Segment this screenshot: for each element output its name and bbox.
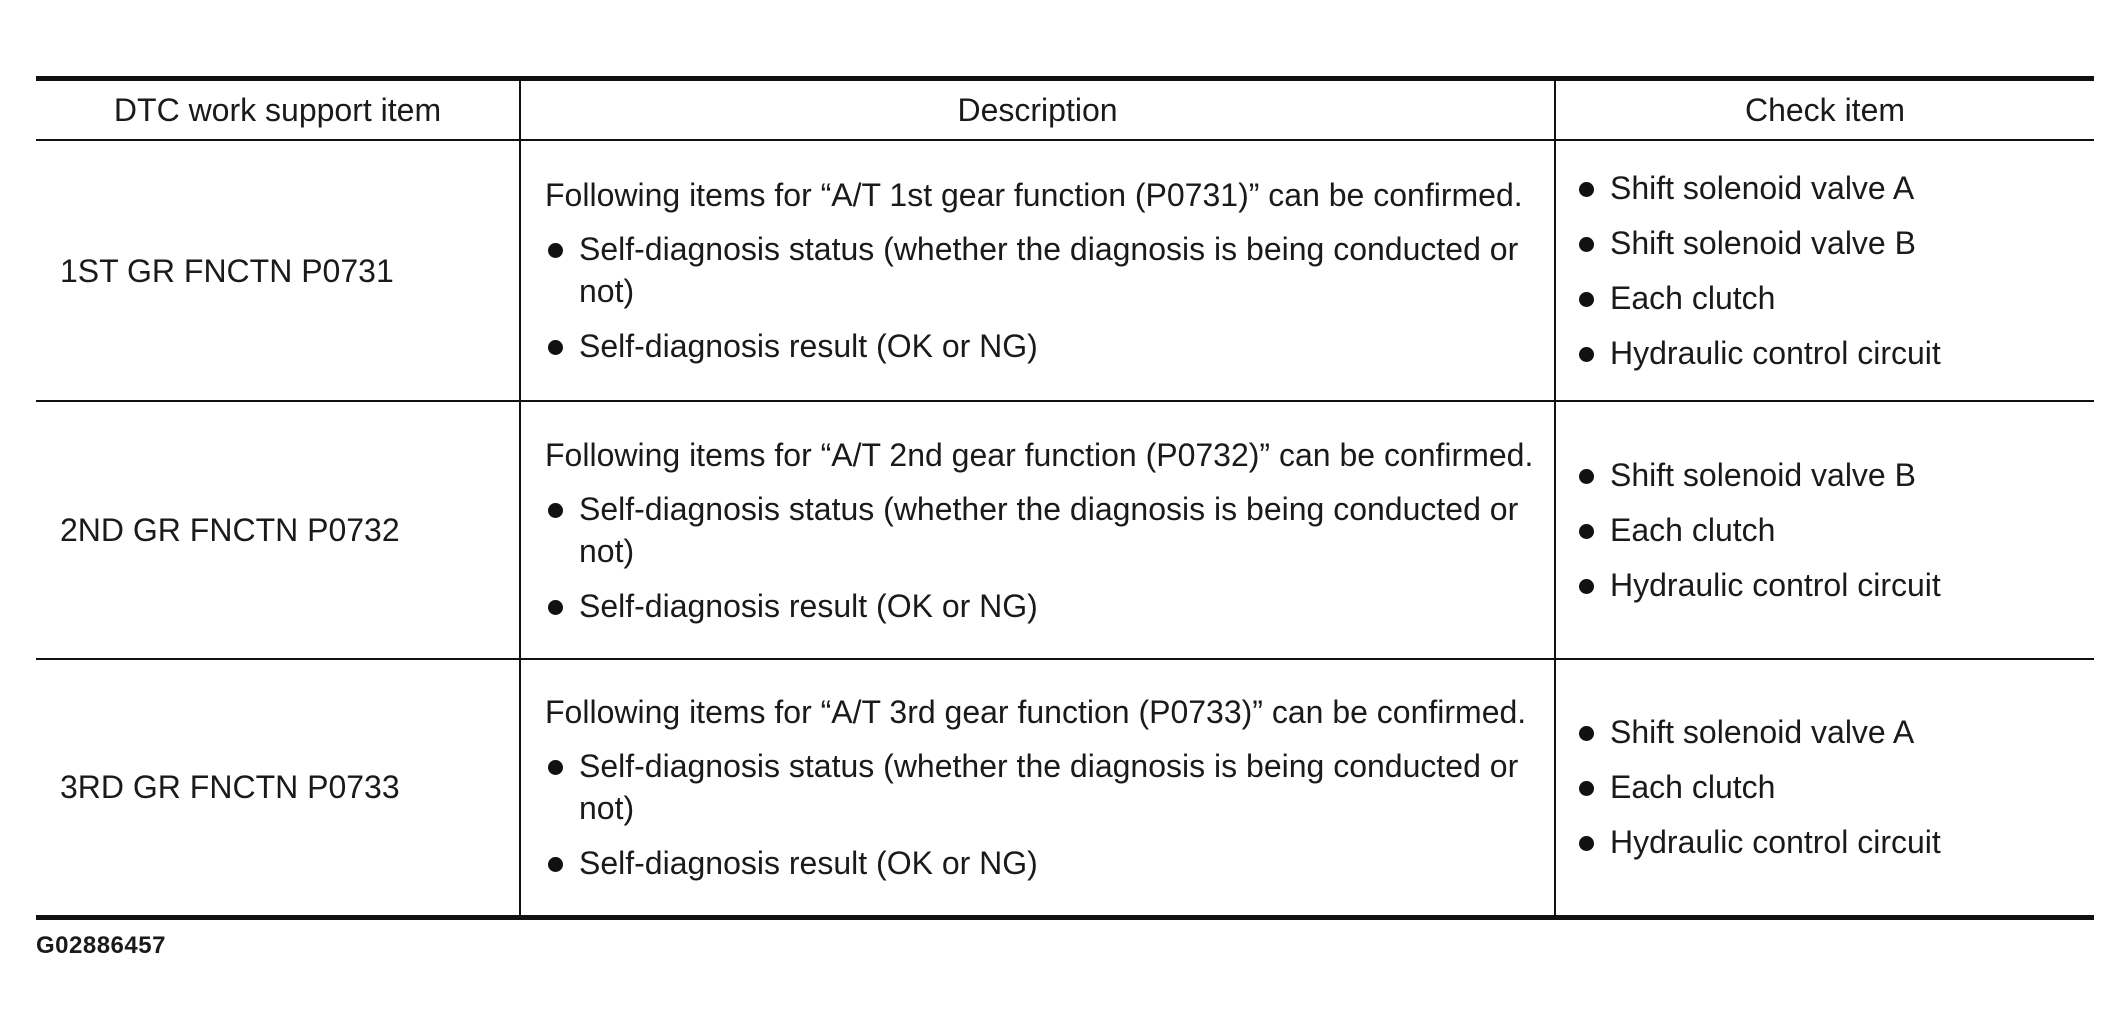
description-bullet: Self-diagnosis status (whether the diagn… [545, 745, 1540, 829]
description-cell: Following items for “A/T 1st gear functi… [519, 140, 1555, 401]
table-row: 1ST GR FNCTN P0731 Following items for “… [36, 140, 2094, 401]
description-bullet-list: Self-diagnosis status (whether the diagn… [545, 228, 1540, 367]
check-item: Each clutch [1576, 509, 2084, 551]
check-item-list: Shift solenoid valve B Each clutch Hydra… [1576, 454, 2084, 606]
description-bullet: Self-diagnosis status (whether the diagn… [545, 228, 1540, 312]
description-bullet-list: Self-diagnosis status (whether the diagn… [545, 745, 1540, 884]
header-description: Description [519, 78, 1555, 140]
description-cell: Following items for “A/T 2nd gear functi… [519, 401, 1555, 659]
description-bullet: Self-diagnosis result (OK or NG) [545, 325, 1540, 367]
check-item: Shift solenoid valve B [1576, 454, 2084, 496]
description-intro: Following items for “A/T 1st gear functi… [545, 177, 1523, 213]
check-item: Shift solenoid valve B [1576, 222, 2084, 264]
check-item-cell: Shift solenoid valve A Shift solenoid va… [1554, 140, 2094, 401]
check-item-cell: Shift solenoid valve B Each clutch Hydra… [1554, 401, 2094, 659]
check-item: Shift solenoid valve A [1576, 167, 2084, 209]
table-row: 2ND GR FNCTN P0732 Following items for “… [36, 401, 2094, 659]
figure-id: G02886457 [36, 932, 166, 959]
table-row: 3RD GR FNCTN P0733 Following items for “… [36, 659, 2094, 917]
description-intro: Following items for “A/T 3rd gear functi… [545, 693, 1527, 730]
check-item: Hydraulic control circuit [1576, 821, 2084, 863]
description-intro: Following items for “A/T 2nd gear functi… [545, 436, 1534, 473]
dtc-item-cell: 3RD GR FNCTN P0733 [60, 769, 400, 806]
check-item-list: Shift solenoid valve A Each clutch Hydra… [1576, 711, 2084, 863]
header-check-item: Check item [1554, 78, 2094, 140]
description-bullet: Self-diagnosis status (whether the diagn… [545, 488, 1540, 572]
check-item: Hydraulic control circuit [1576, 332, 2084, 374]
table-header-row: DTC work support item Description Check … [36, 78, 2094, 140]
description-bullet-list: Self-diagnosis status (whether the diagn… [545, 488, 1540, 627]
check-item-cell: Shift solenoid valve A Each clutch Hydra… [1554, 659, 2094, 917]
header-dtc-work-support-item: DTC work support item [113, 92, 442, 128]
dtc-item-cell: 2ND GR FNCTN P0732 [60, 512, 400, 548]
dtc-item-cell: 1ST GR FNCTN P0731 [60, 252, 394, 289]
check-item-list: Shift solenoid valve A Shift solenoid va… [1576, 167, 2084, 374]
check-item: Hydraulic control circuit [1576, 564, 2084, 606]
check-item: Each clutch [1576, 277, 2084, 319]
description-bullet: Self-diagnosis result (OK or NG) [545, 842, 1540, 884]
description-cell: Following items for “A/T 3rd gear functi… [519, 659, 1555, 917]
dtc-work-support-table: DTC work support item Description Check … [36, 76, 2094, 920]
check-item: Each clutch [1576, 766, 2084, 808]
description-bullet: Self-diagnosis result (OK or NG) [545, 585, 1540, 627]
check-item: Shift solenoid valve A [1576, 711, 2084, 753]
